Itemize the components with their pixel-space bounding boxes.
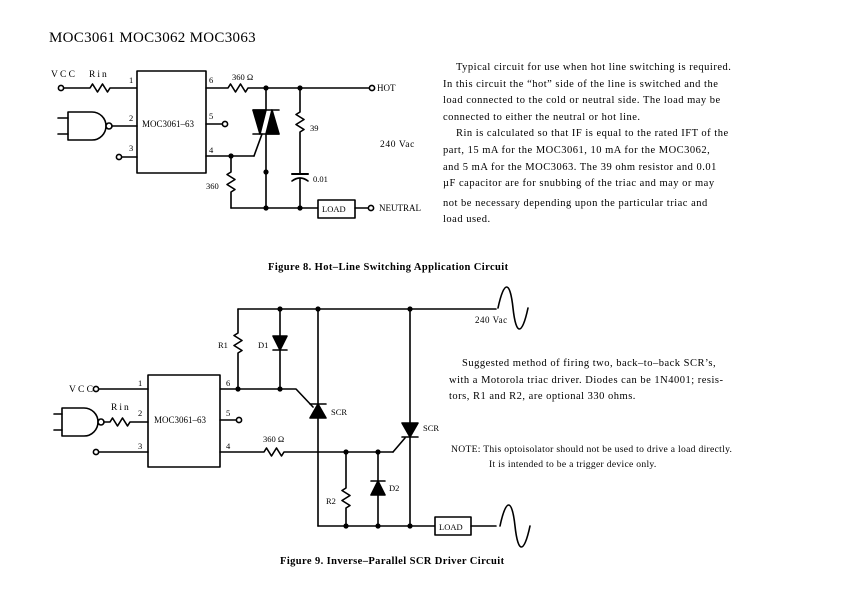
fig9-caption: Figure 9. Inverse–Parallel SCR Driver Ci… (280, 556, 505, 567)
fig8-desc-line: load connected to the cold or neutral si… (443, 95, 721, 107)
page-title: MOC3061 MOC3062 MOC3063 (49, 30, 256, 46)
triac-icon (252, 109, 280, 135)
r2-resistor (341, 451, 351, 527)
fig8-desc-line: µF capacitor are for snubbing of the tri… (443, 178, 715, 190)
fig8-desc-line: and 5 mA for the MOC3063. The 39 ohm res… (443, 161, 717, 173)
fig8-r39-label: 39 (310, 123, 319, 133)
fig8-caption: Figure 8. Hot–Line Switching Application… (268, 262, 509, 273)
fig8-desc-line: not be necessary depending upon the part… (443, 197, 708, 209)
chip-body (136, 70, 207, 174)
capacitor-icon (291, 177, 309, 182)
fig8-neutral-label: NEUTRAL (379, 203, 421, 213)
fig9-pin2: 2 (138, 408, 142, 418)
fig8-vcc-label: VCC (51, 70, 77, 80)
scr1-icon (309, 403, 327, 419)
fig8-pin5: 5 (209, 111, 213, 121)
fig9-junctions (235, 306, 413, 529)
fig9-scr2-label: SCR (423, 423, 439, 433)
hot-terminal (368, 84, 376, 92)
fig8-desc-line: load used. (443, 214, 491, 226)
fig9-voltage-label: 240 Vac (475, 315, 508, 325)
fig8-pin6: 6 (209, 75, 213, 85)
fig9-pin3-terminal (92, 448, 100, 456)
fig8-desc-line: part, 15 mA for the MOC3061, 10 mA for t… (443, 144, 711, 156)
r39-resistor (295, 87, 305, 175)
fig9-r1-label: R1 (218, 340, 228, 350)
fig9-desc-line: Suggested method of firing two, back–to–… (462, 358, 717, 369)
r1-resistor (233, 308, 243, 390)
fig9-r2-label: R2 (326, 496, 336, 506)
ac-source-bottom-icon (499, 504, 531, 548)
fig8-desc-line: Rin is calculated so that IF is equal to… (456, 128, 729, 140)
fig8-hot-label: HOT (377, 83, 396, 93)
fig8-chip-label: MOC3061–63 (142, 119, 195, 129)
scr2-icon (401, 422, 419, 438)
d2-diode-icon (370, 480, 386, 496)
fig8-r360-bottom-label: 360 (206, 181, 219, 191)
fig8-description: Typical circuit for use when hot line sw… (443, 60, 783, 229)
fig9-r360-label: 360 Ω (263, 434, 284, 444)
fig9-pin4: 4 (226, 441, 231, 451)
neutral-terminal (367, 204, 375, 212)
fig8-desc-line: In this circuit the “hot” side of the li… (443, 78, 719, 90)
fig9-scr1-label: SCR (331, 407, 347, 417)
fig9-note-line: NOTE: This optoisolator should not be us… (451, 444, 733, 455)
fig9-note: NOTE: This optoisolator should not be us… (451, 442, 732, 472)
fig8-cap-label: 0.01 (313, 174, 328, 184)
fig8-load-box (317, 199, 356, 219)
fig9-rin-label: Rin (111, 403, 131, 413)
fig8-pin2: 2 (129, 113, 133, 123)
d1-diode-icon (272, 335, 288, 351)
fig8-junctions (228, 85, 303, 211)
fig9-chip-body (147, 374, 221, 468)
fig9-pin5: 5 (226, 408, 230, 418)
rin-resistor (63, 83, 138, 93)
fig9-pin3: 3 (138, 441, 142, 451)
fig8-r360-top-label: 360 Ω (232, 72, 253, 82)
fig8-pin4: 4 (209, 145, 214, 155)
pin5-terminal (221, 120, 229, 128)
fig8-rin-label: Rin (89, 70, 109, 80)
fig9-note-line: It is intended to be a trigger device on… (489, 459, 657, 470)
fig9-description: Suggested method of firing two, back–to–… (449, 356, 789, 406)
fig8-voltage-label: 240 Vac (380, 140, 415, 150)
fig9-rin-resistor (103, 417, 149, 427)
fig9-nand-gate-icon (61, 407, 99, 437)
fig9-load-label: LOAD (439, 522, 463, 532)
fig8-load-label: LOAD (322, 204, 346, 214)
fig8-pin1: 1 (129, 75, 133, 85)
ac-source-top-icon (497, 286, 529, 330)
fig8-desc-line: Typical circuit for use when hot line sw… (456, 62, 732, 73)
fig9-d1-label: D1 (258, 340, 268, 350)
fig9-pin1: 1 (138, 378, 142, 388)
r360-top-resistor (205, 83, 370, 93)
fig8-pin3: 3 (129, 143, 133, 153)
r360-bottom-resistor (226, 155, 236, 209)
fig9-pin5-terminal (235, 416, 243, 424)
fig8-desc-line: connected to either the neutral or hot l… (443, 111, 641, 123)
fig9-pin6: 6 (226, 378, 230, 388)
fig9-d2-label: D2 (389, 483, 399, 493)
fig9-desc-line: with a Motorola triac driver. Diodes can… (449, 374, 724, 386)
fig9-r360-resistor (219, 447, 394, 457)
fig9-chip-label: MOC3061–63 (154, 415, 207, 425)
fig9-vcc-label: VCC (69, 385, 95, 395)
fig9-desc-line: tors, R1 and R2, are optional 330 ohms. (449, 391, 636, 403)
